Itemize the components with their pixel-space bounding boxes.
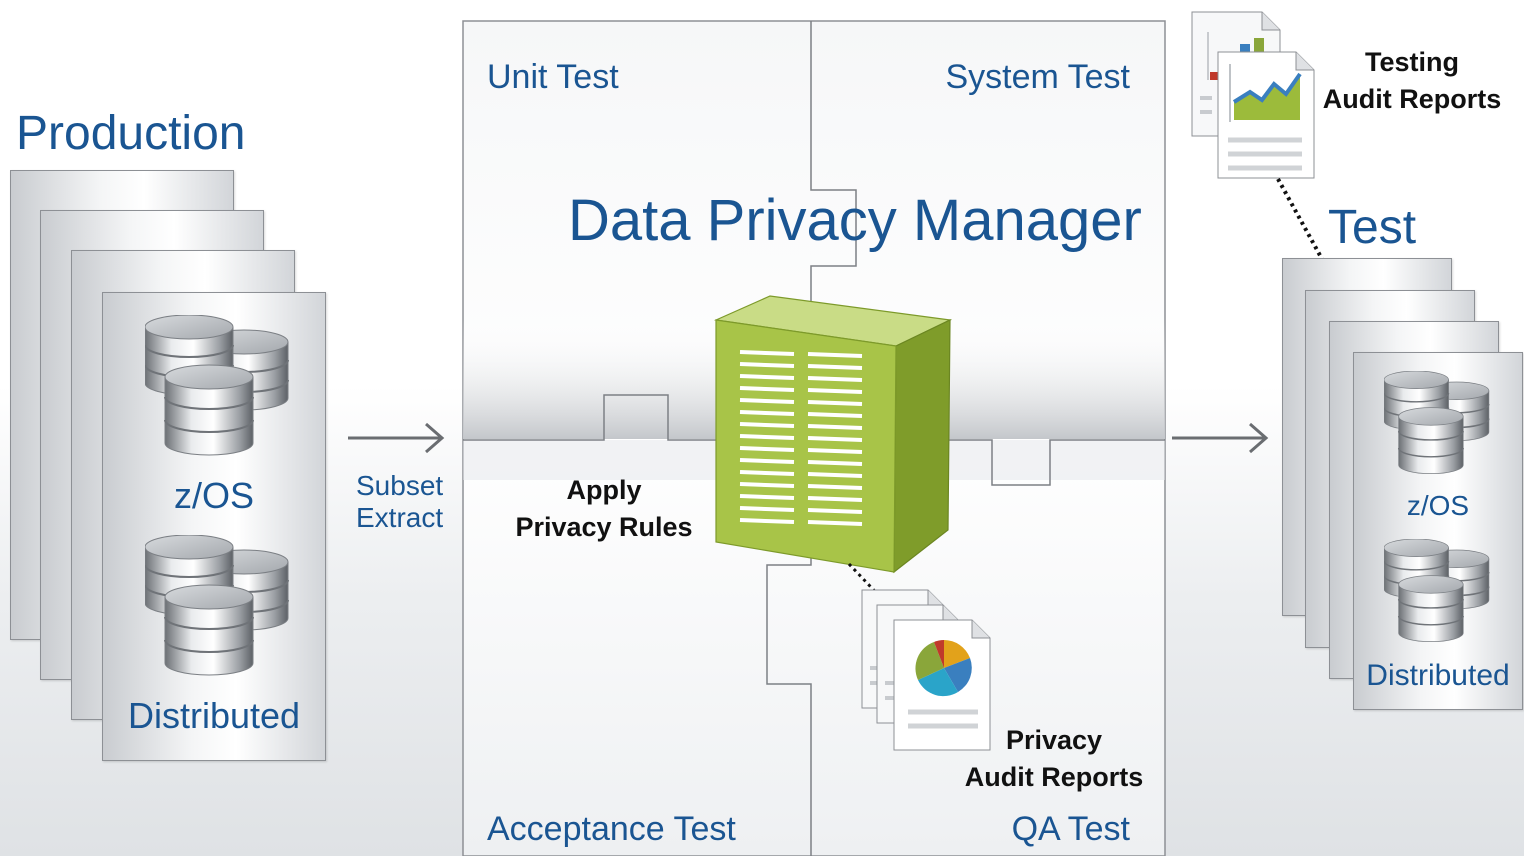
area-chart-icon <box>1229 64 1302 122</box>
data-privacy-manager-title: Data Privacy Manager <box>568 188 1142 253</box>
production-sheet-1: z/OS Distributed <box>102 292 326 761</box>
pie-chart-icon <box>915 640 972 697</box>
testing-report-documents-icon <box>1191 11 1315 179</box>
privacy-report-documents-icon <box>861 589 991 751</box>
testing-audit-label: Audit Reports <box>1322 84 1502 115</box>
unit-test-label: Unit Test <box>487 58 619 96</box>
apply-privacy-rules-label: Apply Privacy Rules <box>514 472 694 547</box>
extract-label: Extract <box>356 502 444 534</box>
apply-label: Apply <box>566 475 642 505</box>
test-title: Test <box>1328 201 1417 254</box>
test-zos-label: z/OS <box>1406 490 1470 521</box>
subset-label: Subset <box>356 470 444 501</box>
testing-report-connector <box>1276 178 1324 260</box>
production-title: Production <box>16 107 246 160</box>
privacy-rules-label: Privacy Rules <box>515 512 693 543</box>
production-zos-label: z/OS <box>173 475 254 516</box>
test-sheet-1: z/OS Distributed <box>1353 352 1523 710</box>
testing-audit-reports-label: Testing Audit Reports <box>1322 44 1502 119</box>
distributed-database-icon <box>145 535 295 685</box>
subset-extract-label: Subset Extract <box>356 470 443 534</box>
production-distributed-label: Distributed <box>127 695 301 736</box>
privacy-label: Privacy <box>1005 725 1103 755</box>
zos-database-icon <box>145 315 295 465</box>
test-distributed-database-icon <box>1384 539 1494 649</box>
acceptance-test-label: Acceptance Test <box>487 810 736 848</box>
test-zos-database-icon <box>1384 371 1494 481</box>
system-test-label: System Test <box>945 58 1130 96</box>
audit-reports-label: Audit Reports <box>964 762 1144 793</box>
qa-test-label: QA Test <box>1011 810 1130 848</box>
privacy-audit-reports-label: Privacy Audit Reports <box>964 722 1144 797</box>
test-distributed-label: Distributed <box>1366 659 1510 692</box>
subset-extract-arrow <box>348 422 445 454</box>
deploy-arrow <box>1172 422 1269 454</box>
testing-label: Testing <box>1365 47 1459 77</box>
privacy-report-connector <box>847 562 889 606</box>
server-icon <box>713 295 952 574</box>
